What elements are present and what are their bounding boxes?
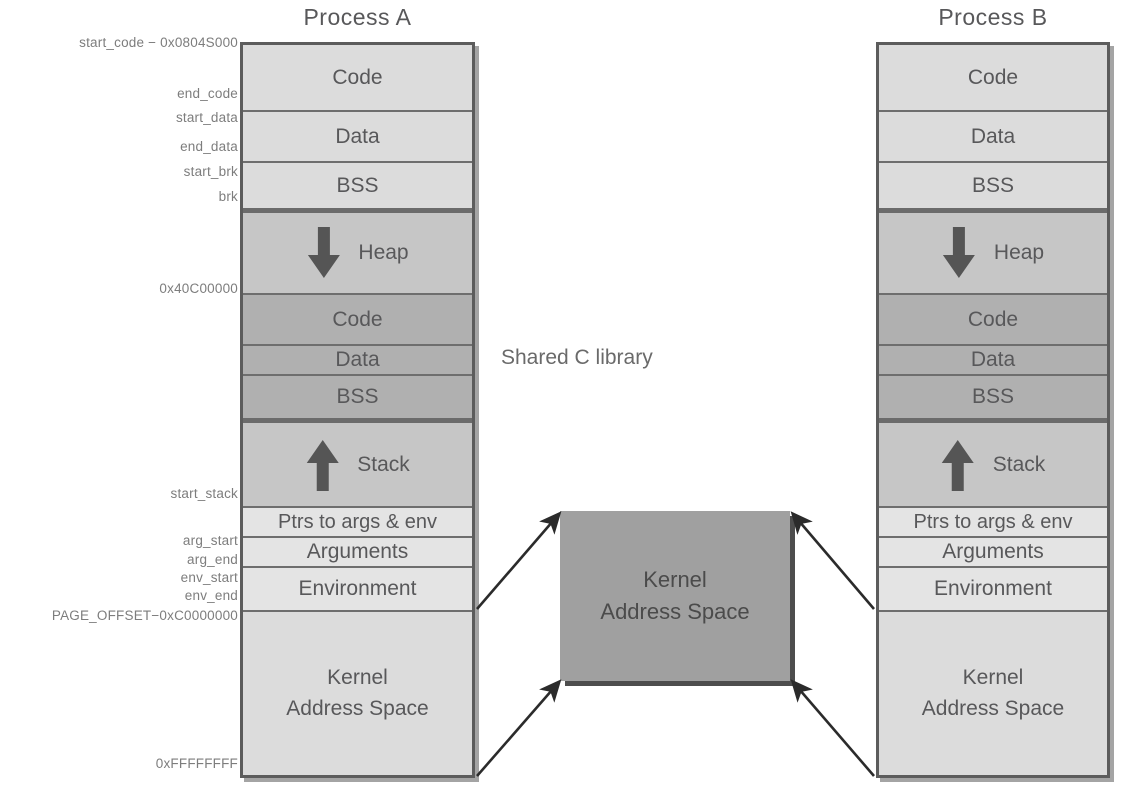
segment-data-a: Data [243,112,472,161]
segment-bss-b: BSS [879,163,1107,208]
shared-c-library-label: Shared C library [501,346,653,369]
arrow-process-b-upper [790,511,875,610]
divider-code-data-a [243,110,472,112]
kernel-box-line2: Address Space [600,599,750,624]
annotation-arg-end: arg_end [187,552,238,567]
segment-kernel-line2-b: Address Space [921,696,1065,720]
segment-data-b: Data [879,112,1107,161]
segment-heap-label-b: Heap [993,241,1045,264]
annotation-start-data: start_data [175,110,238,125]
segment-lib-data-b: Data [879,346,1107,374]
segment-kernel-line1-b: Kernel [962,666,1024,690]
segment-code-b: Code [879,45,1107,110]
annotation-end-code: end_code [177,86,238,101]
annotation-brk: brk [218,189,238,204]
kernel-box-line1: Kernel [643,567,707,593]
annotation-lib-base: 0x40C00000 [159,281,238,296]
divider-lib-stack-a [243,418,472,423]
divider-user-heap-b [879,208,1107,213]
annotation-start-code: start_code − 0x0804S000 [79,35,238,50]
divider-stack-ptrs-a [243,506,472,508]
divider-args-env-b [879,566,1107,568]
segment-lib-bss-a: BSS [243,376,472,418]
segment-lib-code-b: Code [879,295,1107,344]
segment-heap-b: Heap [879,213,1107,293]
arrow-process-a-lower [476,679,562,777]
process-a-address-space: Code Data BSS Heap Code Data BSS [240,42,475,778]
divider-user-heap-a [243,208,472,213]
segment-stack-b: Stack [879,423,1107,506]
process-b-address-space: Code Data BSS Heap Code Data BSS [876,42,1110,778]
segment-ptrs-a: Ptrs to args & env [243,508,472,536]
divider-stack-ptrs-b [879,506,1107,508]
divider-heap-lib-b [879,293,1107,295]
segment-stack-a: Stack [243,423,472,506]
segment-bss-a: BSS [243,163,472,208]
segment-ptrs-b: Ptrs to args & env [879,508,1107,536]
segment-kernel-b: Kernel Address Space [879,612,1107,775]
up-arrow-icon [941,439,974,491]
kernel-address-space-box: Kernel Address Space [560,511,790,681]
annotation-end-data: end_data [180,139,238,154]
segment-heap-label-a: Heap [358,241,409,264]
divider-ptrs-args-a [243,536,472,538]
down-arrow-icon [942,227,975,278]
down-arrow-icon [307,227,340,278]
segment-lib-data-a: Data [243,346,472,374]
divider-heap-lib-a [243,293,472,295]
segment-lib-code-a: Code [243,295,472,344]
segment-lib-bss-b: BSS [879,376,1107,418]
segment-stack-label-a: Stack [357,452,410,476]
segment-stack-label-b: Stack [992,452,1046,476]
divider-code-data-b [879,110,1107,112]
segment-heap-a: Heap [243,213,472,293]
divider-libcode-libdata-b [879,344,1107,346]
annotation-env-end: env_end [184,588,238,603]
annotation-start-stack: start_stack [170,486,238,501]
annotation-start-brk: start_brk [183,164,238,179]
segment-arguments-a: Arguments [243,538,472,566]
divider-libcode-libdata-a [243,344,472,346]
segment-kernel-line2-a: Address Space [286,696,429,720]
arrow-process-a-upper [476,511,562,610]
divider-data-bss-b [879,161,1107,163]
segment-kernel-line1-a: Kernel [327,666,388,690]
divider-args-env-a [243,566,472,568]
segment-code-a: Code [243,45,472,110]
divider-libdata-libbss-b [879,374,1107,376]
divider-env-kernel-b [879,610,1107,612]
divider-lib-stack-b [879,418,1107,423]
annotation-env-start: env_start [180,570,238,585]
process-b-title: Process B [938,4,1048,30]
address-annotations: start_code − 0x0804S000 end_code start_d… [0,0,238,798]
divider-data-bss-a [243,161,472,163]
divider-env-kernel-a [243,610,472,612]
annotation-top-address: 0xFFFFFFFF [155,756,238,771]
up-arrow-icon [306,439,339,491]
segment-environment-a: Environment [243,568,472,610]
annotation-page-offset: PAGE_OFFSET−0xC0000000 [51,608,238,623]
segment-arguments-b: Arguments [879,538,1107,566]
segment-environment-b: Environment [879,568,1107,610]
segment-kernel-a: Kernel Address Space [243,612,472,775]
divider-ptrs-args-b [879,536,1107,538]
arrow-process-b-lower [790,679,875,777]
annotation-arg-start: arg_start [182,533,238,548]
process-a-title: Process A [303,4,412,30]
divider-libdata-libbss-a [243,374,472,376]
